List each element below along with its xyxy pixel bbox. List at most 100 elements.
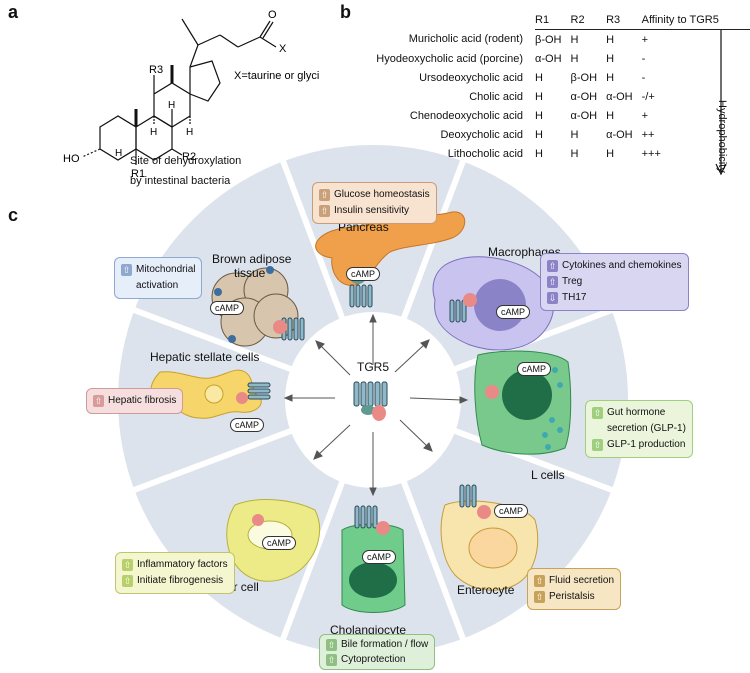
r3-value: α-OH <box>606 90 633 103</box>
camp-pancreas: cAMP <box>346 267 381 281</box>
brown-adipose-effects-box: ⇧ Mitochondrial activation <box>114 257 203 299</box>
panel-a-letter: a <box>8 2 19 22</box>
r1-value: H <box>535 147 543 160</box>
label-brown-adipose-1: Brown adipose <box>212 252 292 266</box>
camp-lcell: cAMP <box>517 362 552 376</box>
up-arrow-icon: ⇧ <box>326 653 337 666</box>
up-arrow-icon: ⇧ <box>121 264 132 276</box>
lcell-effects-box: ⇧ Gut hormone secretion (GLP-1) ⇧ GLP-1 pr… <box>585 400 693 458</box>
up-arrow-icon: ⇧ <box>319 189 330 201</box>
camp-stellate: cAMP <box>230 418 265 432</box>
effect-text: Bile formation / flow <box>341 639 429 650</box>
r2-value: β-OH <box>570 71 598 84</box>
acid-name: Lithocholic acid <box>447 147 524 160</box>
o-label: O <box>268 9 277 21</box>
effect-text: Mitochondrial <box>136 264 196 275</box>
x-label: X <box>279 43 287 55</box>
camp-cholangiocyte: cAMP <box>362 550 397 564</box>
acid-name: Deoxycholic acid <box>440 128 524 141</box>
acid-name: Cholic acid <box>469 90 524 103</box>
r1-value: H <box>535 90 543 103</box>
up-arrow-icon: ⇧ <box>122 559 133 571</box>
bile-acid-structure: R3 R2 R1 HO H H H H O X X=taurine or gly… <box>63 9 320 180</box>
h-label-1: H <box>168 100 175 111</box>
r1-value: H <box>535 109 543 122</box>
dehydroxylation-site-line2: by intestinal bacteria <box>130 175 231 187</box>
panel-b-letter: b <box>340 2 351 22</box>
pancreas-effects-box: ⇧Glucose homeostasis ⇧Insulin sensitivit… <box>312 182 437 224</box>
effect-text: Treg <box>562 276 583 287</box>
r3-value: α-OH <box>606 128 633 141</box>
label-l-cells: L cells <box>531 468 565 482</box>
label-brown-adipose-2: tissue <box>234 266 266 280</box>
r2-value: H <box>570 147 579 160</box>
up-arrow-icon: ⇧ <box>592 439 603 451</box>
effect-text: TH17 <box>562 292 587 303</box>
bile-acid-table: R1 R2 R3 Affinity to TGR5 Muricholic aci… <box>300 10 750 163</box>
label-hepatic-stellate: Hepatic stellate cells <box>150 350 260 364</box>
affinity-value: - <box>641 71 646 84</box>
label-cholangiocyte: Cholangiocyte <box>330 623 407 637</box>
r3-value: H <box>606 52 615 65</box>
effect-text: Hepatic fibrosis <box>108 395 177 406</box>
header-r1: R1 <box>535 10 571 30</box>
hydrophobicity-arrow <box>715 30 727 176</box>
camp-enterocyte: cAMP <box>494 504 529 518</box>
r1-label: R1 <box>131 168 145 180</box>
h-label-3: H <box>186 127 193 138</box>
up-arrow-icon: ⇧ <box>547 276 558 288</box>
r2-label: R2 <box>182 151 196 163</box>
up-arrow-icon: ⇧ <box>326 638 337 651</box>
ho-label: HO <box>63 153 80 165</box>
r1-value: β-OH <box>535 33 562 46</box>
effect-text: Cytokines and chemokines <box>562 260 682 271</box>
up-arrow-icon: ⇧ <box>122 575 133 587</box>
affinity-value: ++ <box>641 128 655 141</box>
header-r3: R3 <box>606 10 642 30</box>
acid-name: Chenodeoxycholic acid <box>409 109 524 122</box>
r1-value: α-OH <box>535 52 562 65</box>
effect-text: Gut hormone <box>607 407 666 418</box>
macrophage-effects-box: ⇧Cytokines and chemokines ⇧Treg ⇩TH17 <box>540 253 689 311</box>
up-arrow-icon: ⇧ <box>534 575 545 587</box>
effect-text: Initiate fibrogenesis <box>137 575 224 586</box>
tgr5-center-label: TGR5 <box>357 360 390 374</box>
r2-value: α-OH <box>570 90 598 103</box>
header-r2: R2 <box>570 10 607 30</box>
affinity-value: - <box>641 52 646 65</box>
table-row: Ursodeoxycholic acid H β-OH H - <box>300 68 750 87</box>
acid-name: Ursodeoxycholic acid <box>419 71 524 84</box>
r3-value: H <box>606 147 615 160</box>
r1-value: H <box>535 71 543 84</box>
table-row: Hyodeoxycholic acid (porcine) α-OH H H - <box>300 49 750 68</box>
acid-name: Hyodeoxycholic acid (porcine) <box>376 52 524 65</box>
up-arrow-icon: ⇧ <box>592 407 603 419</box>
camp-kupffer: cAMP <box>262 536 297 550</box>
affinity-value: + <box>641 109 649 122</box>
effect-text: Peristalsis <box>549 591 595 602</box>
x-note: X=taurine or glycine <box>234 70 320 82</box>
effect-text: Cytoprotection <box>341 654 406 665</box>
table-header-row: R1 R2 R3 Affinity to TGR5 <box>300 10 750 30</box>
camp-macrophage: cAMP <box>496 305 531 319</box>
r2-value: H <box>570 52 579 65</box>
table-row: Chenodeoxycholic acid H α-OH H + <box>300 106 750 125</box>
stellate-effects-box: ⇧Hepatic fibrosis <box>86 388 184 414</box>
camp-brown-adipose: cAMP <box>210 301 245 315</box>
up-arrow-icon: ⇧ <box>319 205 330 217</box>
h-label-4: H <box>115 148 122 159</box>
effect-text: Glucose homeostasis <box>334 189 430 200</box>
effect-text: secretion (GLP-1) <box>607 423 686 434</box>
r1-value: H <box>535 128 543 141</box>
enterocyte-effects-box: ⇧Fluid secretion ⇧Peristalsis <box>527 568 622 610</box>
r2-value: H <box>570 128 579 141</box>
down-arrow-icon: ⇩ <box>547 292 558 304</box>
r3-value: H <box>606 71 615 84</box>
up-arrow-icon: ⇧ <box>534 591 545 603</box>
effect-text: GLP-1 production <box>607 439 686 450</box>
panel-c-letter: c <box>8 205 19 225</box>
effect-text: activation <box>136 280 179 291</box>
header-affinity: Affinity to TGR5 <box>641 10 750 30</box>
acid-name: Muricholic acid (rodent) <box>408 33 524 46</box>
